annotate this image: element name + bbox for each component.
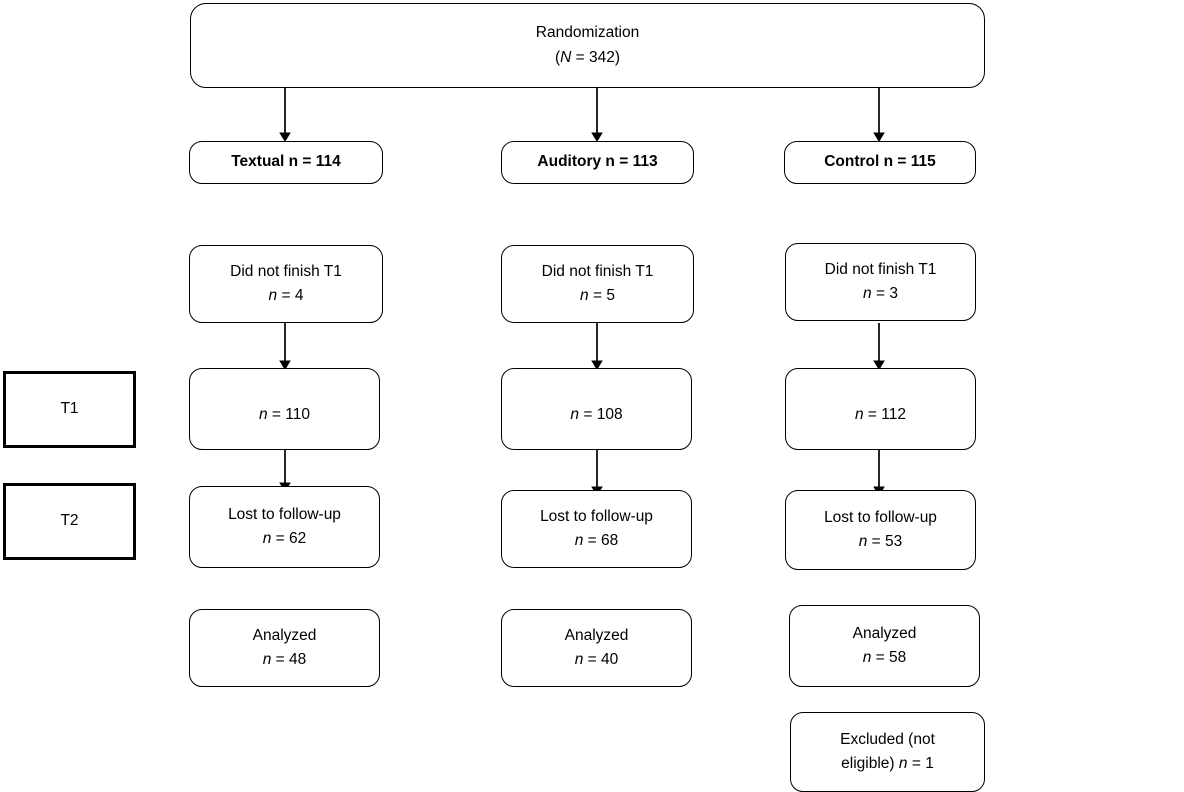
group-label-textual: Textual n = 114 (231, 153, 341, 171)
dropout-box-textual: Did not finish T1 n = 4 (189, 245, 383, 323)
randomization-count: (N = 342) (554, 48, 621, 66)
randomization-box: Randomization (N = 342) (190, 3, 985, 88)
lost-count-control: n = 53 (858, 533, 903, 550)
dropout-box-auditory: Did not finish T1 n = 5 (501, 245, 694, 323)
excluded-box-control: Excluded (not eligible) n = 1 (790, 712, 985, 792)
group-box-auditory: Auditory n = 113 (501, 141, 694, 184)
dropout-label-control: Did not finish T1 (824, 260, 937, 278)
analyzed-label-textual: Analyzed (252, 626, 317, 644)
lost-count-auditory: n = 68 (574, 532, 619, 549)
group-box-textual: Textual n = 114 (189, 141, 383, 184)
randomization-title: Randomization (535, 24, 640, 42)
analyzed-count-auditory: n = 40 (574, 651, 619, 668)
excluded-label-line1: Excluded (not (840, 730, 935, 748)
dropout-count-textual: n = 4 (268, 287, 304, 304)
lost-label-textual: Lost to follow-up (228, 505, 341, 523)
dropout-count-auditory: n = 5 (580, 287, 615, 304)
lost-count-textual: n = 62 (262, 530, 307, 547)
t1-box-textual: n = 110 (189, 368, 380, 450)
analyzed-count-control: n = 58 (862, 649, 907, 666)
lost-box-auditory: Lost to follow-up n = 68 (501, 490, 692, 568)
t1-count-textual: n = 110 (258, 405, 310, 423)
lost-label-control: Lost to follow-up (824, 508, 937, 526)
t1-box-control: n = 112 (785, 368, 976, 450)
group-box-control: Control n = 115 (784, 141, 976, 184)
stage-label-t2-text: T2 (60, 512, 79, 530)
analyzed-label-control: Analyzed (852, 624, 917, 642)
dropout-box-control: Did not finish T1 n = 3 (785, 243, 976, 321)
analyzed-box-control: Analyzed n = 58 (789, 605, 980, 687)
lost-label-auditory: Lost to follow-up (540, 507, 653, 525)
group-label-control: Control n = 115 (824, 153, 936, 171)
t1-box-auditory: n = 108 (501, 368, 692, 450)
analyzed-count-textual: n = 48 (262, 651, 307, 668)
stage-label-t2: T2 (3, 483, 136, 560)
excluded-label-line2: eligible) n = 1 (841, 755, 934, 772)
dropout-count-control: n = 3 (863, 285, 898, 302)
analyzed-box-textual: Analyzed n = 48 (189, 609, 380, 687)
t1-count-auditory: n = 108 (570, 405, 623, 423)
dropout-label-auditory: Did not finish T1 (541, 262, 654, 280)
analyzed-box-auditory: Analyzed n = 40 (501, 609, 692, 687)
stage-label-t1: T1 (3, 371, 136, 448)
t1-count-control: n = 112 (854, 405, 906, 423)
dropout-label-textual: Did not finish T1 (230, 262, 342, 280)
stage-label-t1-text: T1 (60, 400, 79, 418)
lost-box-control: Lost to follow-up n = 53 (785, 490, 976, 570)
lost-box-textual: Lost to follow-up n = 62 (189, 486, 380, 568)
analyzed-label-auditory: Analyzed (564, 626, 629, 644)
group-label-auditory: Auditory n = 113 (537, 153, 658, 171)
